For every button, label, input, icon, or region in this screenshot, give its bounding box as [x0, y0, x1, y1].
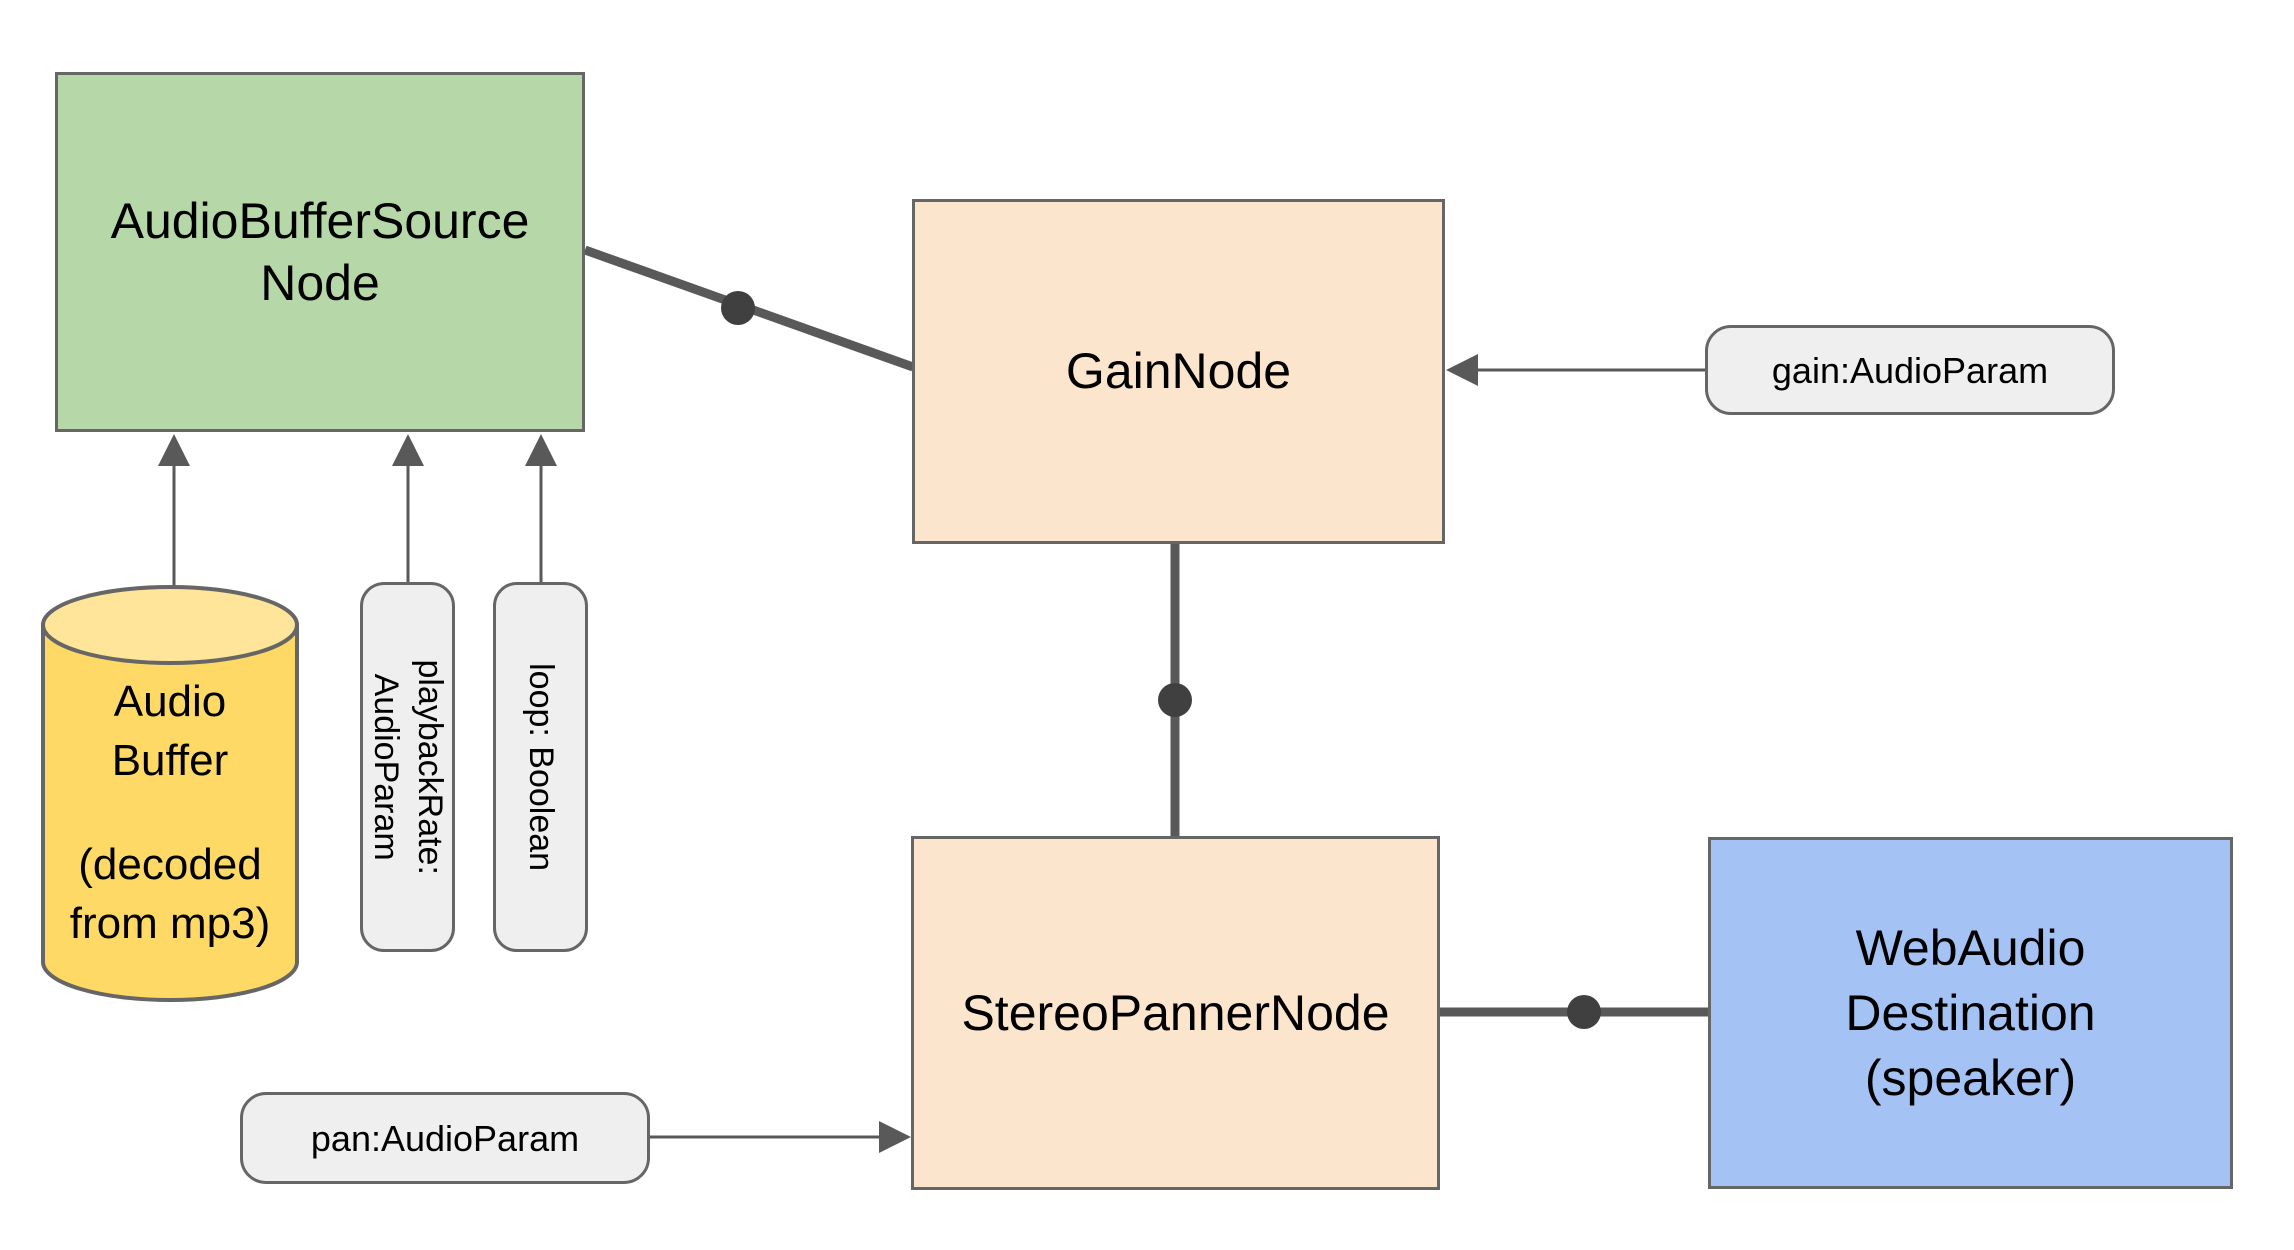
- param-label: gain:AudioParam: [1771, 349, 2049, 391]
- node-label-line: GainNode: [1065, 343, 1292, 400]
- param-pill-playbackrate: playbackRate: AudioParam: [360, 582, 455, 952]
- param-label-line: AudioParam: [366, 673, 405, 861]
- rotated-param-label: loop: Boolean: [518, 663, 562, 871]
- cylinder-label-line: from mp3): [69, 899, 271, 949]
- node-gainnode: GainNode: [912, 199, 1445, 544]
- cylinder-body: [41, 623, 299, 1002]
- cylinder-label-line: (decoded: [78, 839, 262, 889]
- param-label-line: playbackRate:: [410, 659, 449, 875]
- param-label: pan:AudioParam: [310, 1117, 580, 1159]
- cylinder-label-line: Buffer: [111, 736, 229, 786]
- node-audiobuffersourcenode: AudioBufferSource Node: [55, 72, 585, 432]
- node-label-line: Node: [260, 255, 380, 311]
- node-label-line: Destination: [1845, 984, 2096, 1041]
- connection-dot: [721, 291, 755, 325]
- audio-buffer-label: Audio Buffer (decoded from mp3): [43, 672, 297, 982]
- param-label-line: loop: Boolean: [521, 663, 560, 871]
- param-pill-gain: gain:AudioParam: [1705, 325, 2115, 415]
- cylinder-label-line: Audio: [113, 677, 227, 726]
- arrowhead-up: [525, 434, 557, 466]
- node-label-line: (speaker): [1864, 1049, 2077, 1106]
- arrowhead-left: [1446, 354, 1478, 386]
- node-label-line: WebAudio: [1855, 919, 2086, 976]
- arrowhead-up: [392, 434, 424, 466]
- param-pill-loop: loop: Boolean: [493, 582, 588, 952]
- node-label-line: AudioBufferSource: [110, 192, 530, 249]
- rotated-param-label: playbackRate: AudioParam: [363, 659, 451, 874]
- node-stereopannernode: StereoPannerNode: [911, 836, 1440, 1190]
- cylinder-top: [41, 585, 299, 665]
- arrowhead-right: [879, 1121, 911, 1153]
- arrowhead-up: [158, 434, 190, 466]
- audio-buffer-cylinder: [41, 585, 299, 1002]
- node-webaudio-destination: WebAudio Destination (speaker): [1708, 837, 2233, 1189]
- param-pill-pan: pan:AudioParam: [240, 1092, 650, 1184]
- connection-dot: [1158, 683, 1192, 717]
- connection-dot: [1567, 995, 1601, 1029]
- node-label-line: StereoPannerNode: [961, 984, 1390, 1041]
